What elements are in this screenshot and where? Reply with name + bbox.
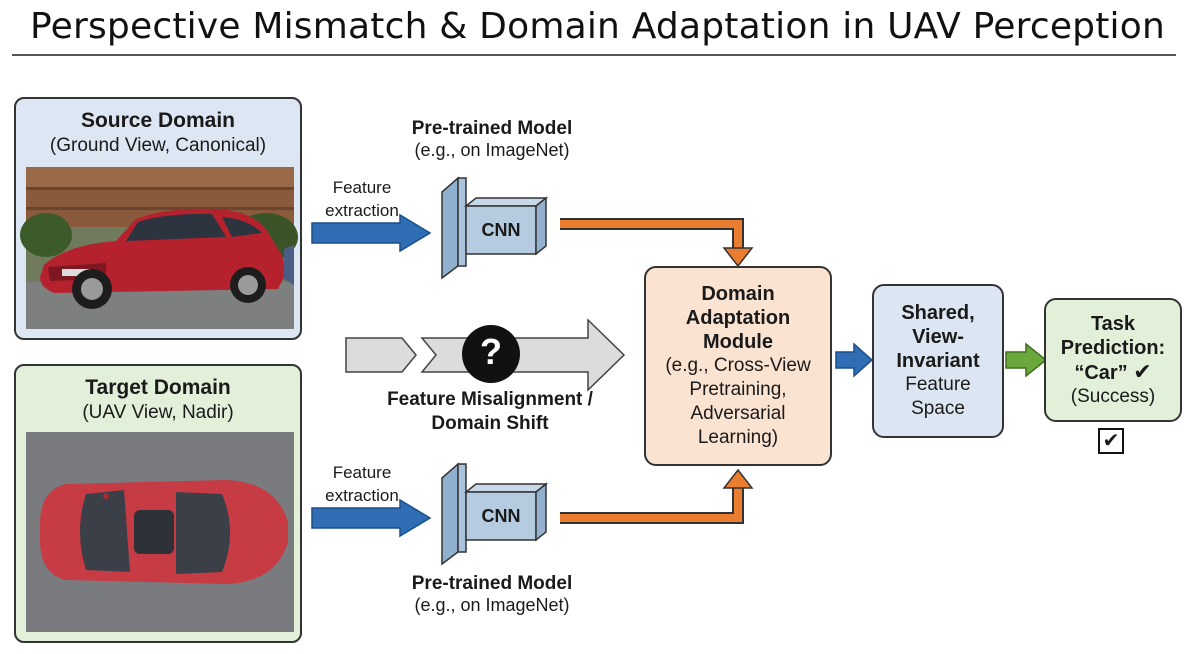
top-cnn-block (441, 176, 549, 280)
shared-line2: View- (912, 326, 964, 348)
task-prediction-box: Task Prediction: “Car” ✔ (Success) (1044, 298, 1182, 422)
bottom-model-label: Pre-trained Model (e.g., on ImageNet) (372, 573, 612, 616)
misalignment-arrows (345, 318, 626, 392)
misalignment-line1: Feature Misalignment / (387, 389, 593, 410)
module-line6: Adversarial (690, 403, 786, 424)
checkbox-check: ✔ (1102, 430, 1120, 452)
module-line7: Learning) (697, 427, 779, 448)
target-domain-subtitle: (UAV View, Nadir) (82, 402, 234, 423)
top-feature-label-line1: Feature (332, 178, 392, 197)
top-orange-arrow (560, 218, 754, 268)
misalignment-line2: Domain Shift (431, 413, 549, 434)
target-domain-box: Target Domain (UAV View, Nadir) (14, 364, 302, 643)
task-line1: Task (1090, 312, 1136, 335)
module-line3: Module (703, 331, 773, 353)
bottom-cnn-label: CNN (481, 506, 521, 526)
module-line2: Adaptation (685, 307, 791, 329)
task-line3: “Car” (1074, 361, 1128, 384)
top-blue-arrow (311, 213, 432, 253)
shared-feature-space-box: Shared, View- Invariant Feature Space (872, 284, 1004, 438)
top-feature-label-line2: extraction (325, 201, 399, 220)
shared-to-task-arrow (1005, 342, 1048, 378)
shared-line4: Feature (905, 374, 971, 395)
bottom-feature-label-line2: extraction (325, 486, 399, 505)
bottom-model-subtitle: (e.g., on ImageNet) (414, 595, 570, 615)
page-title: Perspective Mismatch & Domain Adaptation… (30, 6, 1165, 47)
top-cnn-label: CNN (481, 220, 521, 240)
bottom-feature-label-line1: Feature (332, 463, 392, 482)
source-domain-title: Source Domain (80, 109, 236, 132)
bottom-cnn-block (441, 462, 549, 566)
top-model-label: Pre-trained Model (e.g., on ImageNet) (372, 118, 612, 161)
top-model-title: Pre-trained Model (411, 118, 573, 139)
misalignment-label: Feature Misalignment / Domain Shift (340, 388, 640, 436)
shared-line5: Space (911, 398, 965, 419)
domain-adaptation-module: Domain Adaptation Module (e.g., Cross-Vi… (644, 266, 832, 466)
question-mark-icon (462, 325, 520, 383)
question-mark-symbol: ? (480, 331, 502, 372)
top-model-subtitle: (e.g., on ImageNet) (414, 140, 570, 160)
bottom-feature-extraction-label: Feature extraction (312, 461, 412, 507)
source-car-image (20, 167, 298, 329)
checkmark-icon: ✔ (1133, 358, 1152, 384)
bottom-blue-arrow (311, 498, 432, 538)
module-line4: (e.g., Cross-View (665, 355, 811, 376)
source-domain-box: Source Domain (Ground View, Canonical) (14, 97, 302, 340)
shared-line1: Shared, (901, 302, 975, 324)
target-car-image (26, 432, 294, 632)
bottom-orange-arrow (560, 468, 754, 524)
module-line1: Domain (701, 283, 775, 305)
shared-line3: Invariant (896, 350, 980, 372)
title-divider (12, 54, 1176, 56)
module-line5: Pretraining, (689, 379, 787, 400)
target-domain-title: Target Domain (85, 376, 231, 399)
task-line2: Prediction: (1060, 336, 1166, 359)
top-feature-extraction-label: Feature extraction (312, 176, 412, 222)
task-line4: (Success) (1070, 385, 1156, 407)
checkbox-icon: ✔ (1098, 428, 1124, 454)
module-to-shared-arrow (835, 342, 874, 378)
source-domain-subtitle: (Ground View, Canonical) (49, 135, 267, 156)
bottom-model-title: Pre-trained Model (411, 573, 573, 594)
task-line3-row: “Car” ✔ (1074, 358, 1152, 385)
